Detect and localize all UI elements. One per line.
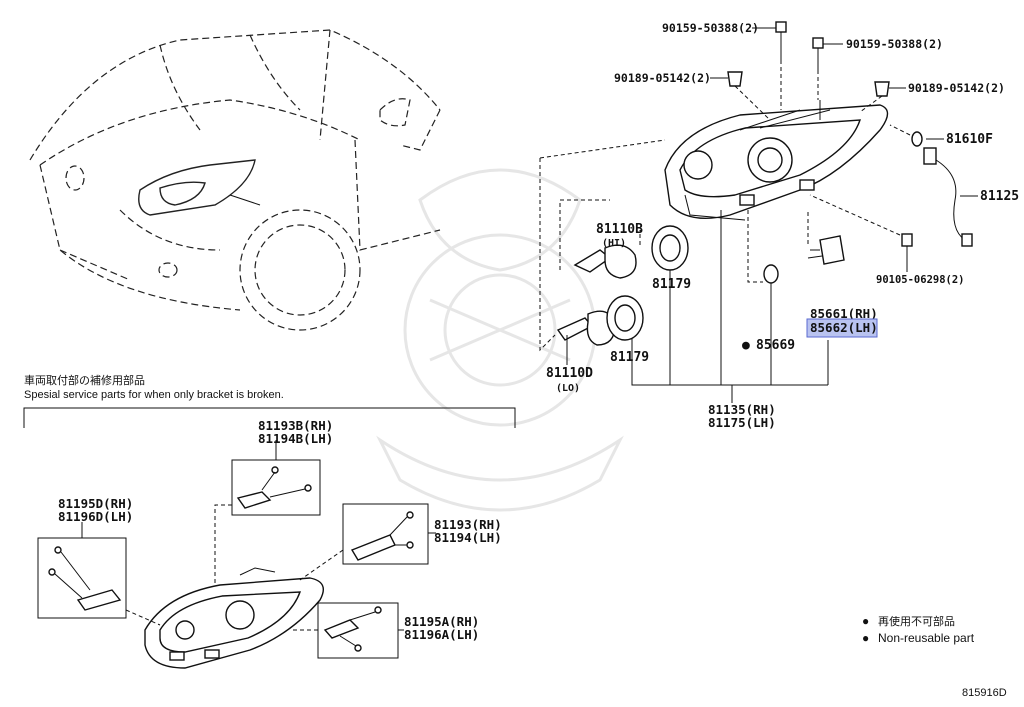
label-90159-right: 90159-50388(2)	[846, 37, 943, 51]
headlamp-assembly	[664, 100, 889, 221]
label-81193: 81193(RH)	[434, 517, 502, 532]
side-marker-bulb	[911, 131, 973, 247]
car-front-illustration	[29, 29, 441, 331]
box-81195A	[317, 602, 399, 659]
label-81195A: 81195A(RH)	[404, 614, 479, 629]
label-85669: 85669	[756, 338, 795, 353]
box-81193B	[231, 459, 321, 516]
o-ring-85669	[763, 264, 779, 284]
label-81196D: 81196D(LH)	[58, 509, 133, 524]
label-81195D: 81195D(RH)	[58, 496, 133, 511]
cap-81179-upper	[651, 225, 689, 271]
special-parts-bracket	[23, 407, 516, 428]
label-81610F: 81610F	[946, 132, 993, 147]
clip-right	[874, 81, 890, 97]
legend-text-en: Non-reusable part	[878, 631, 975, 645]
legend: ● 再使用不可部品 ● Non-reusable part	[862, 614, 975, 645]
bolt-top	[775, 21, 787, 60]
non-reusable-marker-85669: ●	[742, 338, 750, 353]
label-81110B-sub: (HI)	[602, 238, 626, 249]
hi-bulb	[573, 244, 637, 279]
box-81195D	[37, 537, 127, 619]
label-85662: 85662(LH)	[810, 320, 878, 335]
label-90189-right: 90189-05142(2)	[908, 81, 1005, 95]
label-81135: 81135(RH)	[708, 402, 776, 417]
label-90105: 90105-06298(2)	[876, 274, 965, 286]
special-parts-title-en: Spesial service parts for when only brac…	[24, 389, 284, 401]
legend-text-jp: 再使用不可部品	[878, 614, 955, 628]
watermark-emblem	[376, 168, 624, 512]
label-90189-left: 90189-05142(2)	[614, 71, 711, 85]
diagram-id: 815916D	[962, 687, 1007, 699]
label-90159-top: 90159-50388(2)	[662, 21, 759, 35]
label-81175: 81175(LH)	[708, 415, 776, 430]
label-81110B: 81110B	[596, 222, 643, 237]
label-81193B: 81193B(RH)	[258, 418, 333, 433]
clip-left	[727, 71, 743, 87]
label-81110D: 81110D	[546, 366, 593, 381]
leader-lines	[539, 60, 911, 352]
lower-leaders	[81, 440, 436, 631]
label-81179-lower: 81179	[610, 350, 649, 365]
label-81194: 81194(LH)	[434, 530, 502, 545]
legend-marker-en: ●	[862, 631, 869, 645]
highlight-85662	[806, 318, 878, 338]
leveling-actuator	[807, 235, 845, 265]
label-85661: 85661(RH)	[810, 306, 878, 321]
legend-marker-jp: ●	[862, 614, 869, 628]
bolt-right	[812, 37, 824, 70]
special-parts-title-jp: 車両取付部の補修用部品	[24, 373, 145, 387]
label-81196A: 81196A(LH)	[404, 627, 479, 642]
lower-headlamp	[144, 567, 324, 669]
solid-leaders	[566, 27, 978, 403]
label-81110D-sub: (LO)	[556, 383, 580, 394]
bolt-90105	[901, 233, 913, 247]
label-81125: 81125	[980, 189, 1019, 204]
label-81179-upper: 81179	[652, 277, 691, 292]
label-81194B: 81194B(LH)	[258, 431, 333, 446]
box-81193	[342, 503, 429, 565]
cap-81179-lower	[606, 295, 644, 341]
